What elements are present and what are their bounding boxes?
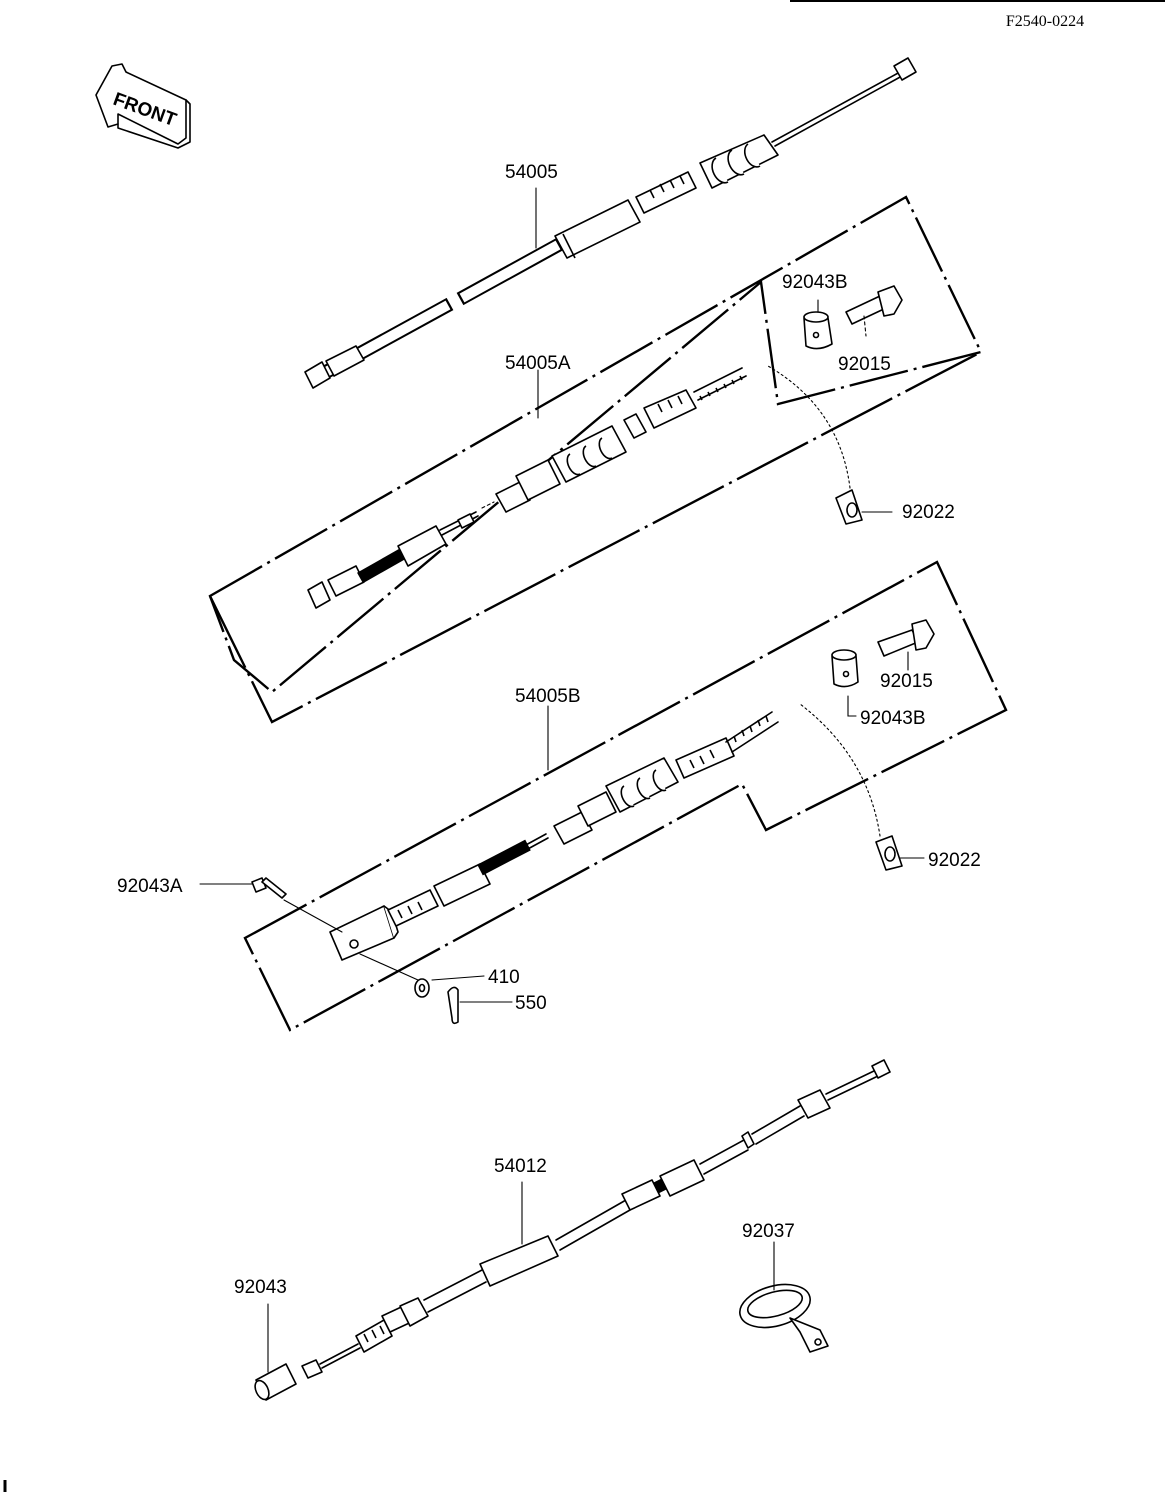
label-92043A: 92043A	[117, 876, 183, 897]
cable-54005B	[329, 705, 779, 961]
cable-54005A	[307, 367, 747, 609]
cable-54012	[301, 1059, 891, 1379]
label-92015-lower: 92015	[880, 671, 933, 692]
part-92022-lower-icon	[875, 835, 925, 871]
diagram-code: F2540-0224	[1006, 13, 1084, 30]
part-550-icon	[447, 986, 513, 1025]
label-92022-upper: 92022	[902, 502, 955, 523]
box-54005B	[243, 560, 1008, 1032]
label-550: 550	[515, 993, 547, 1014]
part-410-icon	[359, 953, 485, 998]
label-54005B: 54005B	[515, 686, 581, 707]
part-92015-lower-icon	[877, 619, 935, 671]
label-92043B-lower: 92043B	[860, 708, 926, 729]
label-92043B-upper: 92043B	[782, 272, 848, 293]
arrow-92022-upper-icon	[767, 365, 851, 489]
box-54005A	[208, 195, 983, 724]
cable-54005	[304, 57, 917, 389]
part-92043-icon	[254, 1303, 297, 1401]
label-92037: 92037	[742, 1221, 795, 1242]
part-92015-upper-icon	[845, 285, 903, 337]
part-92037-clamp-icon	[739, 1241, 829, 1353]
part-92043B-upper-icon	[803, 299, 833, 350]
front-arrow-icon: FRONT	[95, 63, 191, 149]
label-410: 410	[488, 967, 520, 988]
label-54012: 54012	[494, 1156, 547, 1177]
part-92022-upper-icon	[835, 489, 893, 525]
label-54005: 54005	[505, 162, 558, 183]
front-label: FRONT	[110, 89, 179, 131]
part-92043A-icon	[199, 877, 343, 933]
label-54005A: 54005A	[505, 353, 571, 374]
label-92015-upper: 92015	[838, 354, 891, 375]
label-92022-lower: 92022	[928, 850, 981, 871]
part-92043B-lower-icon	[831, 649, 859, 717]
label-92043: 92043	[234, 1277, 287, 1298]
